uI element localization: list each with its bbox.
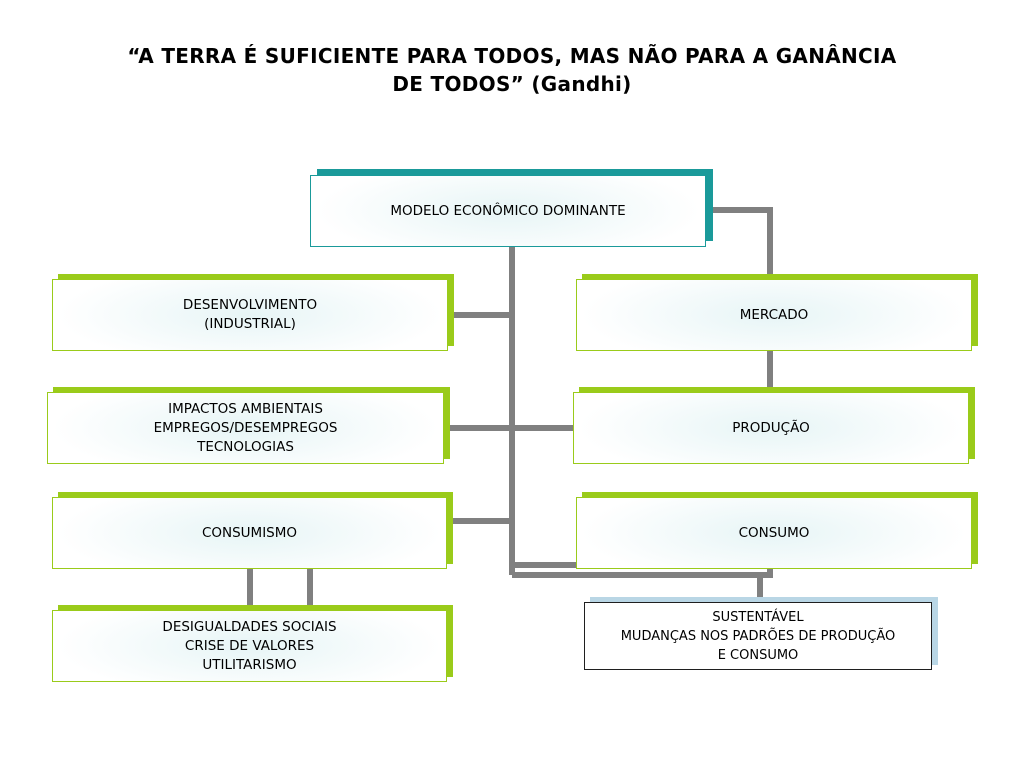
node-label-line-1: DESENVOLVIMENTO [182, 297, 318, 313]
connector-bottom-loop [512, 568, 773, 578]
node-modelo-economico: MODELO ECONÔMICO DOMINANTE [310, 175, 706, 247]
node-label: CONSUMO [738, 524, 810, 541]
node-label-line-3: TECNOLOGIAS [197, 438, 294, 455]
node-label-line-2: CRISE DE VALORES [184, 637, 315, 654]
node-sustentavel: SUSTENTÁVEL MUDANÇAS NOS PADRÕES DE PROD… [584, 602, 932, 670]
title-line-1: “A TERRA É SUFICIENTE PARA TODOS, MAS NÃ… [127, 44, 897, 68]
node-label: PRODUÇÃO [732, 419, 810, 436]
node-consumismo: CONSUMISMO [52, 497, 447, 569]
node-label-line-3: UTILITARISMO [202, 656, 297, 673]
node-desigualdades: DESIGUALDADES SOCIAIS CRISE DE VALORES U… [52, 610, 447, 682]
node-label: CONSUMISMO [201, 524, 298, 541]
node-label-line-2: (INDUSTRIAL) [204, 316, 296, 332]
connector-root-mercado [710, 207, 773, 278]
title-line-2: DE TODOS” (Gandhi) [392, 72, 632, 96]
node-label-line-2: EMPREGOS/DESEMPREGOS [153, 419, 338, 436]
node-label-line-1: DESIGUALDADES SOCIAIS [162, 618, 337, 635]
node-label-line-1: SUSTENTÁVEL [712, 609, 804, 625]
slide-title: “A TERRA É SUFICIENTE PARA TODOS, MAS NÃ… [40, 42, 984, 98]
node-label-line-2: MUDANÇAS NOS PADRÕES DE PRODUÇÃO [620, 628, 896, 644]
node-consumo: CONSUMO [576, 497, 972, 569]
node-label: MERCADO [739, 306, 809, 323]
node-mercado: MERCADO [576, 279, 972, 351]
node-producao: PRODUÇÃO [573, 392, 969, 464]
node-impactos: IMPACTOS AMBIENTAIS EMPREGOS/DESEMPREGOS… [47, 392, 444, 464]
node-desenvolvimento: DESENVOLVIMENTO (INDUSTRIAL) [52, 279, 448, 351]
node-label-line-3: E CONSUMO [717, 647, 799, 663]
node-label-line-1: IMPACTOS AMBIENTAIS [168, 400, 323, 417]
node-label: MODELO ECONÔMICO DOMINANTE [390, 202, 626, 219]
